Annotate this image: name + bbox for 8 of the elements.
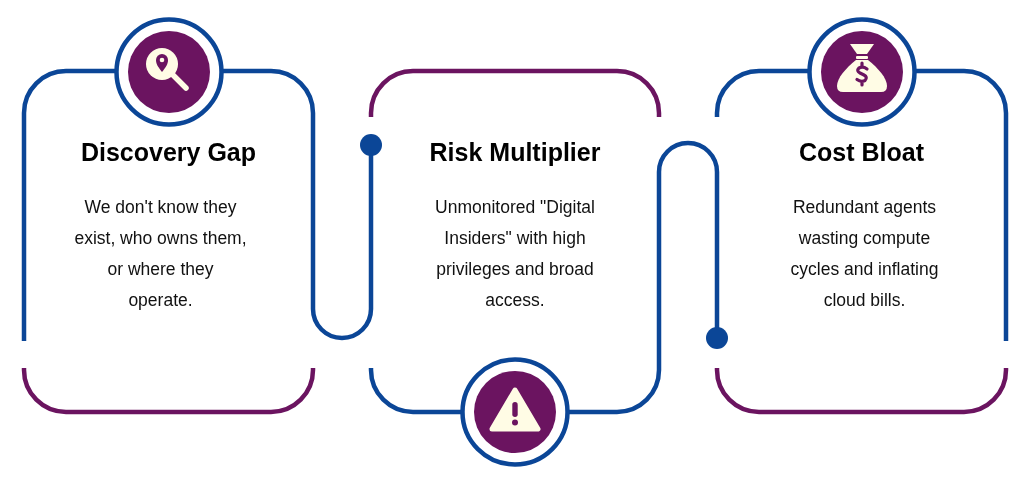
card-title: Discovery Gap bbox=[80, 137, 257, 167]
card-description: We don't know they exist, who owns them, or where they operate. bbox=[73, 196, 248, 312]
card-description: Unmonitored "Digital Insiders" with high privileges and broad access. bbox=[434, 196, 596, 312]
card-title: Risk Multiplier bbox=[429, 137, 601, 167]
connector-line bbox=[310, 134, 382, 341]
card-description: Redundant agents wasting compute cycles and inflating cloud bills. bbox=[789, 196, 940, 312]
connector-line bbox=[656, 140, 728, 349]
card-title: Cost Bloat bbox=[799, 137, 924, 167]
